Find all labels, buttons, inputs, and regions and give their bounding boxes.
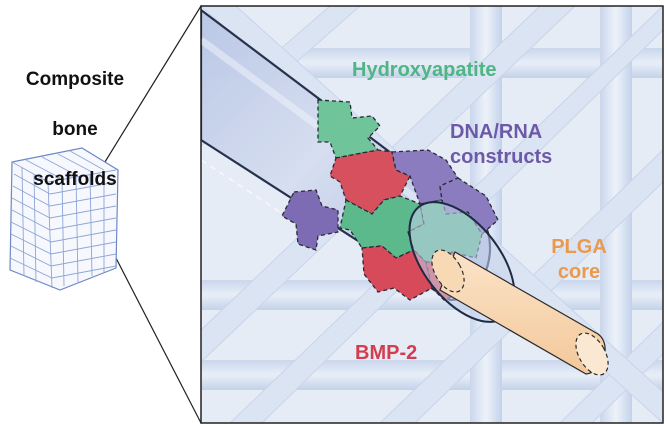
bmp-label: BMP-2	[355, 342, 418, 364]
hydroxyapatite-piece-icon	[317, 99, 381, 159]
zoom-panel	[201, 6, 663, 423]
plga-core-end	[575, 332, 609, 376]
scaffold-title-line1: Composite	[25, 69, 125, 90]
dna-piece-3-icon	[439, 177, 499, 235]
dna-piece-2-icon	[281, 189, 339, 251]
scaffold-title-line2: bone	[52, 119, 98, 140]
scaffold-title: Composite bone scaffolds	[0, 42, 150, 217]
dna-rna-label: DNA/RNA constructs	[450, 120, 552, 170]
plga-label-line1: PLGA	[551, 236, 607, 258]
hydroxyapatite-label: Hydroxyapatite	[352, 59, 497, 81]
dna-rna-label-line2: constructs	[450, 146, 553, 168]
plga-label-line2: core	[557, 261, 601, 283]
scaffold-title-line3: scaffolds	[33, 169, 117, 190]
zoom-panel-border	[200, 5, 664, 424]
plga-label: PLGA core	[548, 235, 610, 285]
dna-rna-label-line1: DNA/RNA	[450, 121, 543, 143]
scaffold-cube-icon	[9, 147, 119, 291]
